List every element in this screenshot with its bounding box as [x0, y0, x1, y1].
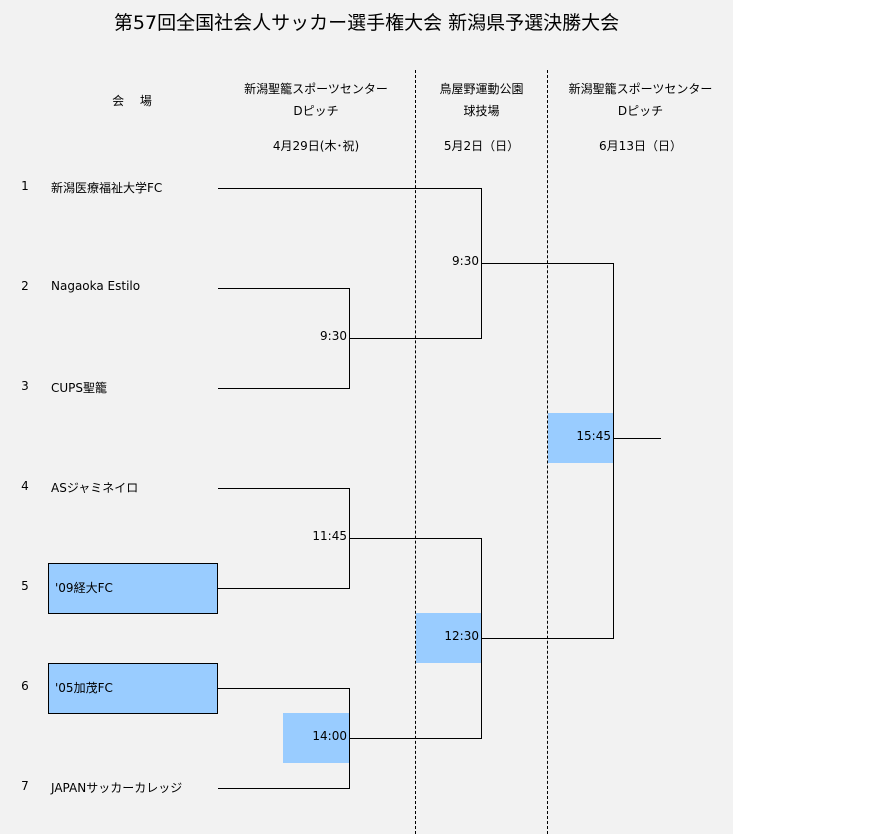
team-name: '09経大FC	[55, 581, 113, 595]
bracket-line	[481, 263, 614, 264]
team-name: CUPS聖籠	[51, 381, 108, 395]
match-time: 12:30	[444, 629, 479, 643]
time-highlight	[548, 413, 613, 463]
bracket-line	[218, 688, 350, 689]
seed-number: 7	[21, 779, 29, 793]
bracket-line	[349, 538, 482, 539]
seed-number: 1	[21, 179, 29, 193]
bracket-line	[349, 738, 482, 739]
match-time: 9:30	[452, 254, 479, 268]
match-time: 15:45	[576, 429, 611, 443]
bracket-line	[218, 288, 350, 289]
col2-date: 5月2日（日）	[443, 139, 520, 153]
seed-number: 3	[21, 379, 29, 393]
bracket-line	[481, 638, 614, 639]
bracket-line	[218, 188, 482, 189]
bracket-line	[613, 438, 661, 439]
col3-date: 6月13日（日）	[599, 139, 682, 153]
col3-venue-line1: 新潟聖籠スポーツセンター	[568, 82, 713, 96]
col1-venue-line2: Dピッチ	[293, 104, 339, 118]
match-time: 11:45	[312, 529, 347, 543]
seed-number: 5	[21, 579, 29, 593]
col3-venue-line2: Dピッチ	[617, 104, 664, 118]
match-time: 14:00	[312, 729, 347, 743]
match-time: 9:30	[320, 329, 347, 343]
bracket-line	[218, 788, 350, 789]
team-name: 新潟医療福祉大学FC	[51, 181, 163, 195]
bracket-line	[218, 588, 350, 589]
time-highlight	[416, 613, 481, 663]
team-name: Nagaoka Estilo	[51, 279, 141, 293]
seed-number: 2	[21, 279, 29, 293]
team-highlight-box	[48, 563, 218, 614]
time-highlight	[283, 713, 349, 763]
bracket-line	[613, 263, 614, 639]
column-divider	[547, 70, 548, 834]
bracket-line	[218, 388, 350, 389]
seed-number: 6	[21, 679, 29, 693]
column-divider	[415, 70, 416, 834]
col1-venue-line1: 新潟聖籠スポーツセンター	[244, 82, 388, 96]
col2-venue-line2: 球技場	[463, 104, 500, 118]
page-title: 第57回全国社会人サッカー選手権大会 新潟県予選決勝大会	[113, 12, 620, 34]
team-highlight-box	[48, 663, 218, 714]
col2-venue-line1: 鳥屋野運動公園	[439, 82, 524, 96]
bracket-line	[349, 338, 482, 339]
bracket-sheet: 第57回全国社会人サッカー選手権大会 新潟県予選決勝大会 会 場 新潟聖籠スポー…	[0, 0, 733, 834]
team-name: '05加茂FC	[55, 681, 113, 695]
team-name: ASジャミネイロ	[51, 481, 139, 495]
col1-date: 4月29日(木･祝)	[272, 139, 360, 153]
venue-label: 会 場	[112, 94, 152, 108]
team-name: JAPANサッカーカレッジ	[51, 781, 183, 795]
bracket-line	[218, 488, 350, 489]
seed-number: 4	[21, 479, 29, 493]
